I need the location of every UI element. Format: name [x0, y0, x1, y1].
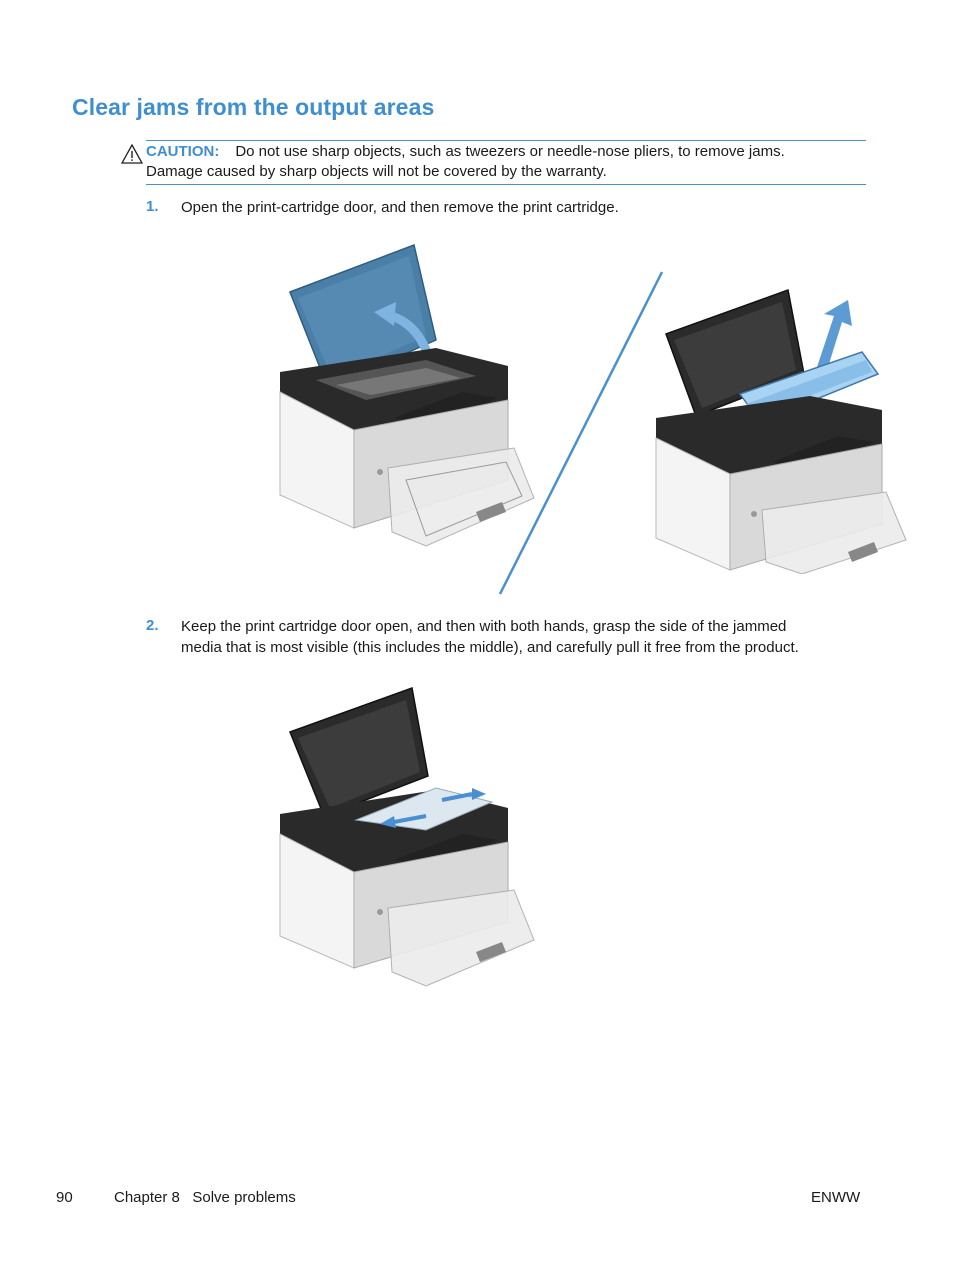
warning-triangle-icon — [121, 144, 143, 164]
caution-label: CAUTION: — [146, 143, 220, 160]
pull-jammed-media-illustration — [279, 686, 535, 987]
footer-chapter: Chapter 8 Solve problems — [114, 1189, 296, 1206]
step-2-text-line-2: media that is most visible (this include… — [181, 639, 799, 656]
section-title: Clear jams from the output areas — [72, 94, 435, 120]
figure-separator-line — [498, 271, 664, 595]
step-2-number: 2. — [146, 617, 159, 634]
caution-text: Do not use sharp objects, such as tweeze… — [235, 143, 785, 160]
footer-doc-code: ENWW — [811, 1189, 861, 1206]
step-2-text-line-1: Keep the print cartridge door open, and … — [181, 618, 787, 635]
printer-door-open-illustration — [279, 243, 535, 547]
step-1-number: 1. — [146, 198, 159, 215]
caution-text-line-1: CAUTION: Do not use sharp objects, such a… — [146, 142, 785, 162]
step-1-text: Open the print-cartridge door, and then … — [181, 199, 619, 216]
footer-page-number: 90 — [56, 1189, 73, 1206]
caution-text-line-2: Damage caused by sharp objects will not … — [146, 163, 607, 180]
caution-box — [146, 140, 866, 185]
remove-cartridge-illustration — [655, 288, 907, 574]
